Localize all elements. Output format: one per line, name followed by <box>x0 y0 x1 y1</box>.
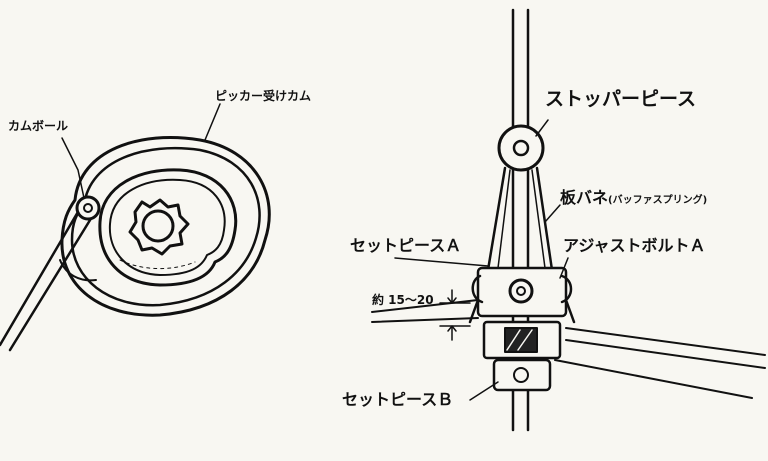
picker-cam-outer <box>60 136 271 317</box>
picker-cam-outer-2 <box>70 146 261 307</box>
label-set-piece-a: セットピースＡ <box>350 236 462 255</box>
stopper-piece-hole <box>512 139 530 157</box>
label-leaf-spring-main: 板バネ <box>560 188 609 207</box>
leaf-spring-inner <box>497 169 546 269</box>
set-piece-b-icon <box>492 358 552 392</box>
cam-hatch <box>119 259 196 270</box>
leader-set-piece-a <box>394 257 489 267</box>
guide-rail-bottom <box>554 359 753 399</box>
picker-cam-inner-2 <box>108 178 226 276</box>
picker-arm-3 <box>59 259 97 282</box>
leader-picker-cam <box>204 103 221 141</box>
stopper-piece-icon <box>497 124 545 172</box>
set-piece-a-pivot <box>508 278 534 304</box>
picker-arm <box>0 203 84 347</box>
leaf-spring-icon <box>486 166 554 272</box>
cam-hub <box>128 198 190 256</box>
nut-hatch-2 <box>517 329 533 351</box>
label-set-piece-b: セットピースＢ <box>342 390 454 409</box>
label-dimension: 約 15～20 <box>372 293 434 307</box>
dim-arrow-top <box>447 289 457 304</box>
set-piece-b-bolt <box>513 367 529 383</box>
cam-assembly <box>0 103 271 352</box>
label-leaf-spring-sub: (バッファスプリング) <box>608 195 708 206</box>
nut-inner <box>504 327 538 353</box>
label-cam-ball: カムボール <box>8 119 69 133</box>
label-picker-cam: ピッカー受けカム <box>215 89 312 103</box>
set-piece-a-pivot-hole <box>516 286 526 296</box>
leader-leaf-spring <box>544 204 561 223</box>
guide-rail-mid <box>371 317 766 369</box>
label-adjust-bolt-a: アジャストボルトＡ <box>563 236 706 255</box>
cam-ball-center <box>83 203 93 213</box>
leader-adjust-bolt <box>559 257 569 279</box>
cam-ball-icon <box>75 195 101 221</box>
dim-arrow-bottom <box>447 325 457 341</box>
picker-cam-inner <box>98 168 238 287</box>
rod-assembly <box>371 8 766 432</box>
cam-hub-hole <box>141 209 175 243</box>
adjust-bolt-right <box>560 274 576 324</box>
nut-hatch-1 <box>506 329 521 351</box>
guide-rail-top <box>371 299 766 356</box>
label-leaf-spring: 板バネ(バッファスプリング) <box>560 190 707 206</box>
picker-arm-2 <box>8 210 97 352</box>
leader-cam-ball <box>61 137 85 199</box>
leader-set-piece-b <box>469 381 499 401</box>
leader-stopper <box>535 119 549 137</box>
label-stopper-piece: ストッパーピース <box>545 88 697 110</box>
